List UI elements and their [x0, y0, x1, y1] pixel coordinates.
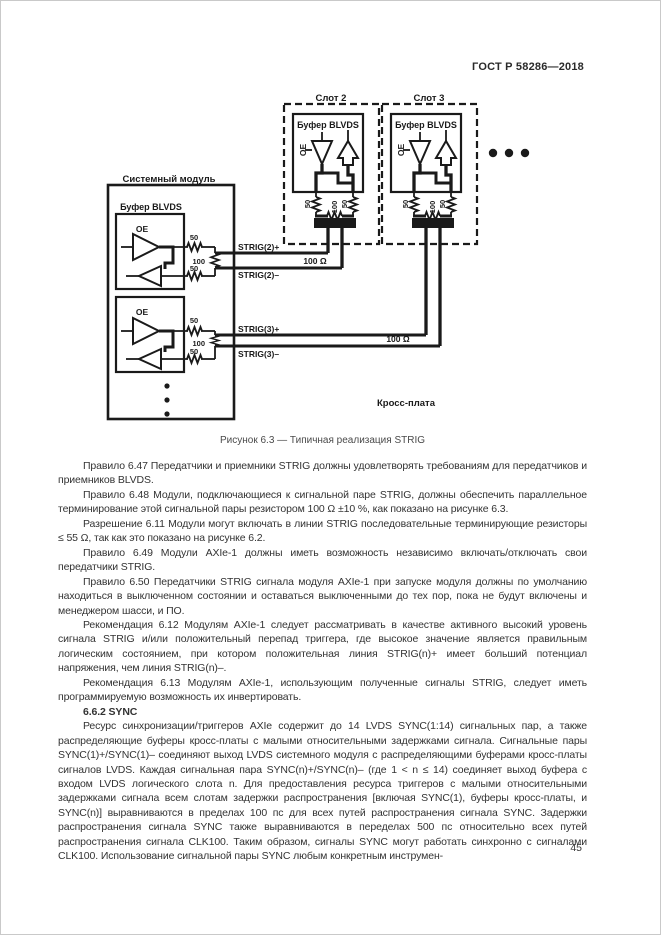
- resistor-50-label: 50: [190, 264, 198, 273]
- resistor-100-label: 100: [330, 201, 339, 214]
- slot-buffer-label: Буфер BLVDS: [395, 120, 457, 130]
- driver-buffer-symbol: [132, 232, 162, 262]
- signal-strig3-minus: STRIG(3)–: [238, 349, 279, 359]
- slot-2: Слот 2 Буфер BLVDS OE 50 50 100: [282, 93, 381, 246]
- buffer-box: [114, 212, 186, 291]
- paragraph-recommendation-612: Рекомендация 6.12 Модулям AXIe-1 следует…: [58, 618, 587, 675]
- paragraph-rule-647: Правило 6.47 Передатчики и приемники STR…: [58, 460, 587, 487]
- driver-buffer-symbol: [132, 316, 162, 346]
- strig-figure-diagram: Системный модуль Буфер BLVDS OE 50: [106, 93, 530, 421]
- system-module: Системный модуль Буфер BLVDS OE 50: [106, 174, 236, 421]
- termination-100ohm-label: 100 Ω: [303, 256, 327, 266]
- receiver-buffer-symbol: [136, 264, 162, 288]
- slot-3-label: Слот 3: [414, 93, 445, 104]
- slot-2-label: Слот 2: [316, 93, 347, 104]
- resistor-50-label: 50: [190, 316, 198, 325]
- system-buffer-label: Буфер BLVDS: [120, 202, 182, 212]
- oe-label: OE: [136, 307, 149, 317]
- resistor-100-label: 100: [428, 201, 437, 214]
- slot-3-box: [380, 102, 479, 246]
- driver-buffer-symbol: [310, 140, 334, 167]
- system-buffer-a: OE 50 50 100: [114, 212, 220, 291]
- more-slots-ellipsis: [488, 148, 530, 158]
- buffer-box: [291, 112, 365, 194]
- signal-strig2-minus: STRIG(2)–: [238, 270, 279, 280]
- paragraph-sync: Ресурс синхронизации/триггеров AXIe соде…: [58, 720, 587, 863]
- bus-connector-bar: [412, 218, 454, 228]
- driver-buffer-symbol: [408, 140, 432, 167]
- slot-3: Слот 3 Буфер BLVDS OE 50 50 100: [380, 93, 479, 246]
- resistor-50-label: 50: [303, 200, 312, 208]
- system-module-label: Системный модуль: [123, 174, 216, 185]
- subheading-sync: 6.6.2 SYNC: [83, 705, 138, 718]
- resistor-50-label: 50: [438, 200, 447, 208]
- slot-2-box: [282, 102, 381, 246]
- oe-label: OE: [136, 224, 149, 234]
- paragraph-rule-649: Правило 6.49 Модули AXIe-1 должны иметь …: [58, 546, 587, 574]
- oe-label: OE: [396, 144, 406, 157]
- receiver-arrow-symbol: [434, 139, 458, 166]
- resistor-100-label: 100: [192, 257, 205, 266]
- body-text: Правило 6.47 Передатчики и приемники STR…: [58, 459, 587, 864]
- termination-100ohm-label: 100 Ω: [386, 334, 410, 344]
- signal-strig2-plus: STRIG(2)+: [238, 242, 279, 252]
- resistor-50-label: 50: [340, 200, 349, 208]
- buffer-box: [389, 112, 463, 194]
- paragraph-recommendation-613: Рекомендация 6.13 Модулям AXIe-1, исполь…: [58, 676, 587, 704]
- bus-connector-bar: [314, 218, 356, 228]
- figure-caption: Рисунок 6.3 — Типичная реализация STRIG: [219, 435, 425, 446]
- paragraph-rule-648: Правило 6.48 Модули, подключающиеся к си…: [58, 488, 587, 516]
- resistor-50-label: 50: [190, 347, 198, 356]
- system-buffer-b: OE 50 50 100: [114, 295, 220, 374]
- signal-strig3-plus: STRIG(3)+: [238, 324, 279, 334]
- backplane-label: Кросс-плата: [377, 398, 436, 409]
- slot-buffer-label: Буфер BLVDS: [297, 120, 359, 130]
- resistor-100-label: 100: [192, 339, 205, 348]
- paragraph-rule-650: Правило 6.50 Передатчики STRIG сигнала м…: [58, 575, 587, 617]
- strig-bus-wires: STRIG(2)+ STRIG(2)– STRIG(3)+ STRIG(3)– …: [215, 228, 442, 359]
- resistor-50-label: 50: [190, 233, 198, 242]
- module-ellipsis: [164, 383, 170, 417]
- resistor-50-label: 50: [401, 200, 410, 208]
- buffer-box: [114, 295, 186, 374]
- oe-label: OE: [298, 144, 308, 157]
- paragraph-permission-611: Разрешение 6.11 Модули могут включать в …: [58, 517, 587, 545]
- receiver-buffer-symbol: [136, 347, 162, 371]
- document-header: ГОСТ Р 58286—2018: [472, 61, 584, 73]
- receiver-arrow-symbol: [336, 139, 360, 166]
- system-module-box: [106, 183, 236, 421]
- page-number: 45: [570, 842, 582, 854]
